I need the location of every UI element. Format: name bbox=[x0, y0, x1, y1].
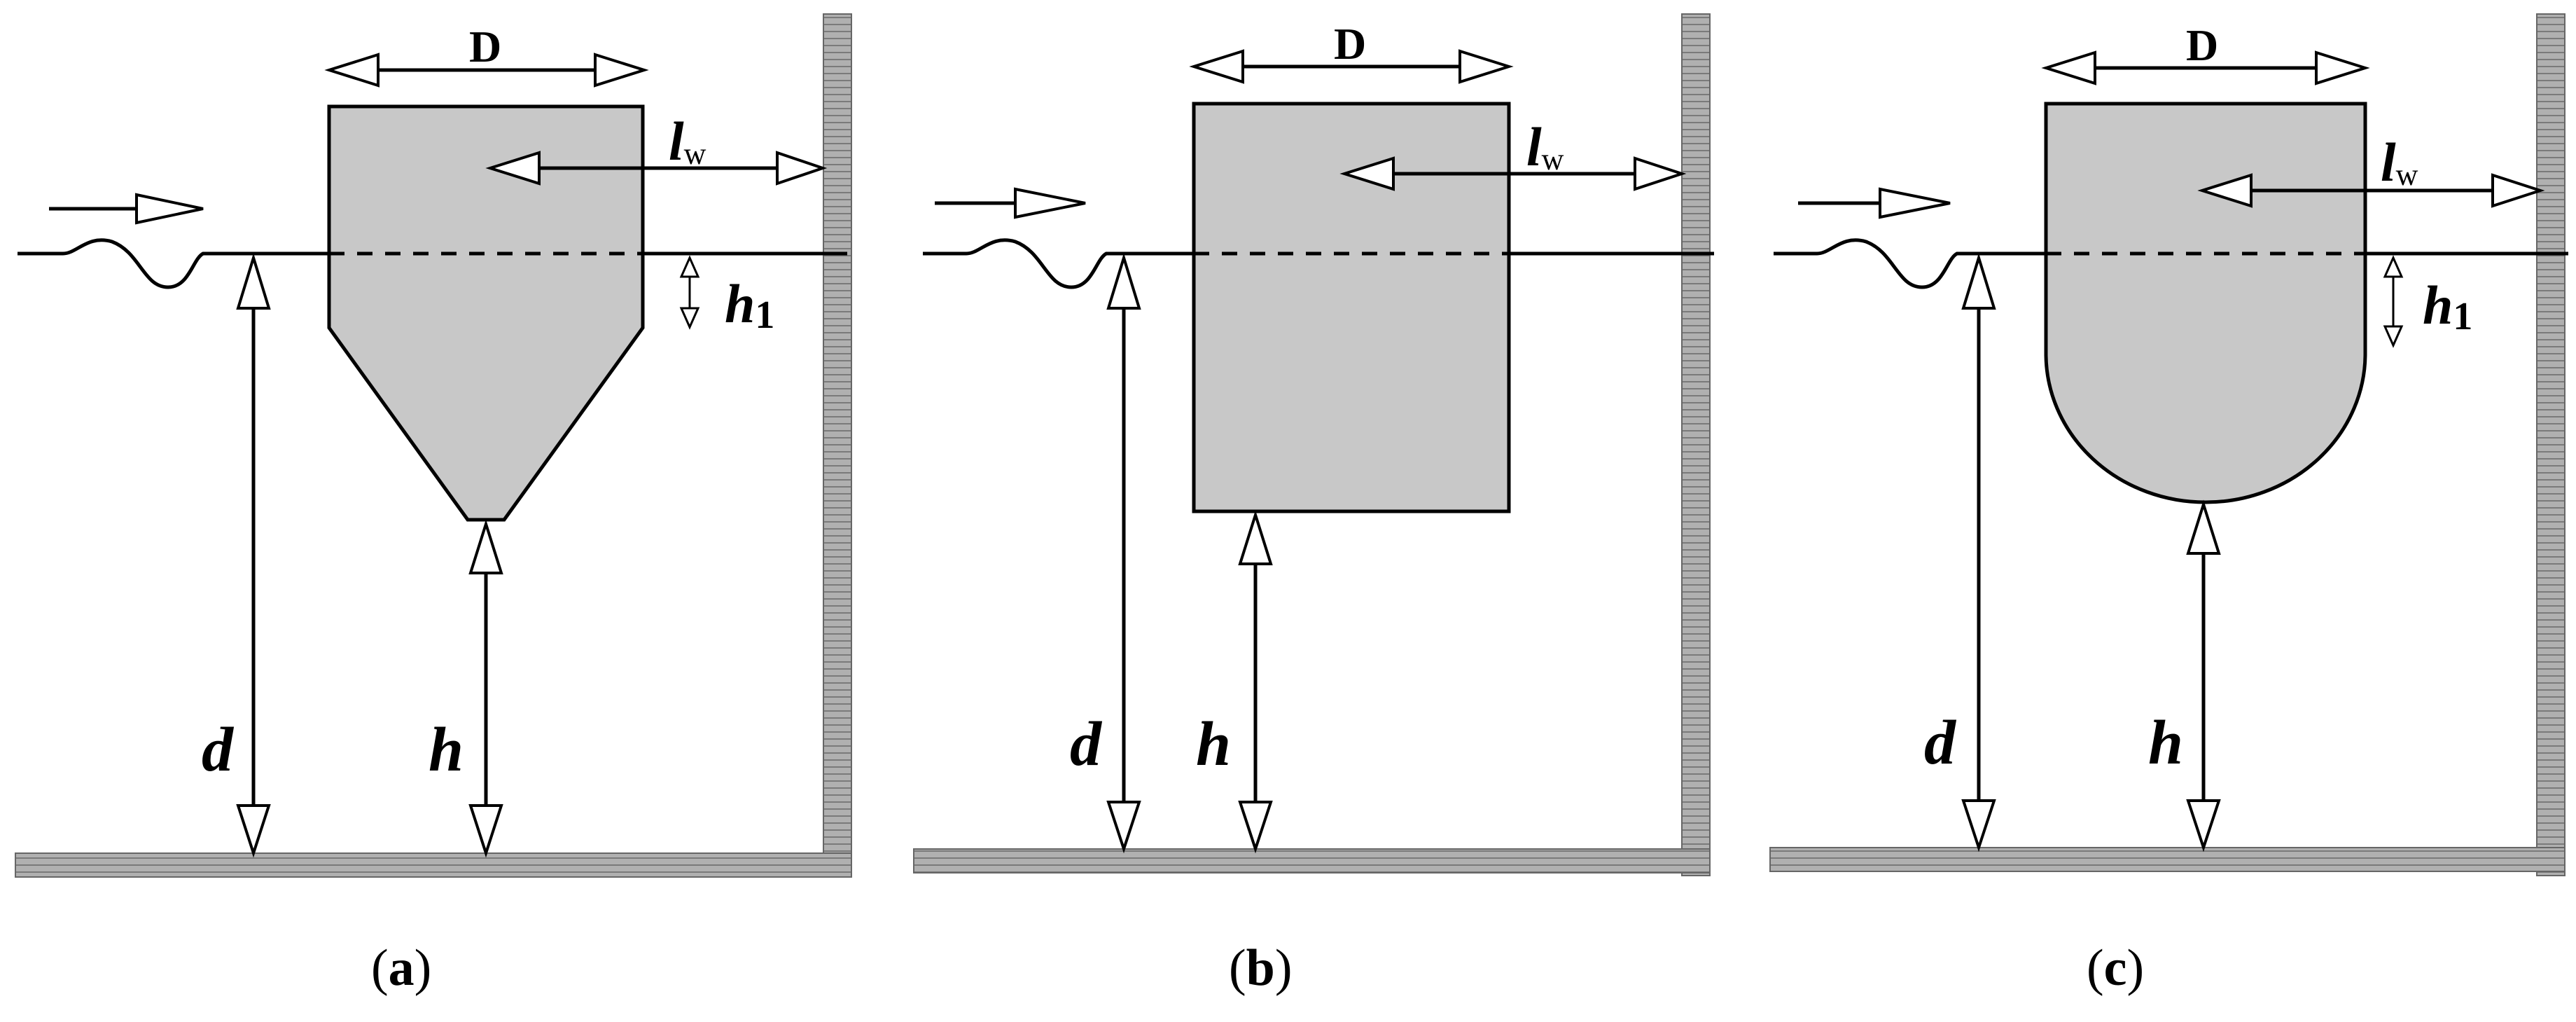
panel-b-side-wall bbox=[1681, 13, 1711, 876]
panel-c-label-lw: lw bbox=[2381, 132, 2418, 193]
panel-a-label-h1: h1 bbox=[725, 273, 774, 337]
panel-b-seabed bbox=[913, 848, 1711, 873]
panel-b-caption: (b) bbox=[1229, 939, 1293, 997]
panel-a-caption: (a) bbox=[371, 939, 432, 997]
panel-c-caption: (c) bbox=[2087, 939, 2145, 997]
panel-c-label-h: h bbox=[2148, 708, 2183, 778]
panel-c-side-wall bbox=[2536, 13, 2565, 876]
panel-c-floating-body bbox=[2044, 102, 2367, 504]
panel-c-incident-wave bbox=[1774, 238, 2568, 289]
panel-c: D lw h1 d h bbox=[1769, 13, 2568, 876]
panel-a: D lw h1 d h bbox=[15, 13, 852, 878]
panel-a-incident-wave bbox=[18, 238, 847, 289]
panel-c-seabed bbox=[1769, 847, 2565, 872]
panel-b: D lw d h bbox=[913, 13, 1714, 876]
panel-b-label-d: d bbox=[1070, 710, 1103, 779]
panel-b-floating-body bbox=[1192, 102, 1511, 513]
panel-a-label-d: d bbox=[202, 715, 235, 785]
panel-c-label-d: d bbox=[1924, 708, 1957, 778]
panel-c-label-D: D bbox=[2186, 20, 2218, 70]
panel-a-label-h: h bbox=[429, 715, 464, 785]
panel-b-label-h: h bbox=[1196, 710, 1231, 779]
panel-a-floating-body bbox=[327, 104, 645, 522]
panel-b-label-D: D bbox=[1334, 19, 1366, 69]
panel-b-incident-wave bbox=[923, 238, 1714, 289]
panel-a-label-D: D bbox=[469, 22, 501, 71]
panel-a-label-lw: lw bbox=[669, 111, 706, 172]
panel-a-side-wall bbox=[823, 13, 852, 876]
panel-b-label-lw: lw bbox=[1526, 116, 1564, 177]
panel-c-label-h1: h1 bbox=[2423, 275, 2472, 338]
panel-a-seabed bbox=[15, 852, 852, 878]
